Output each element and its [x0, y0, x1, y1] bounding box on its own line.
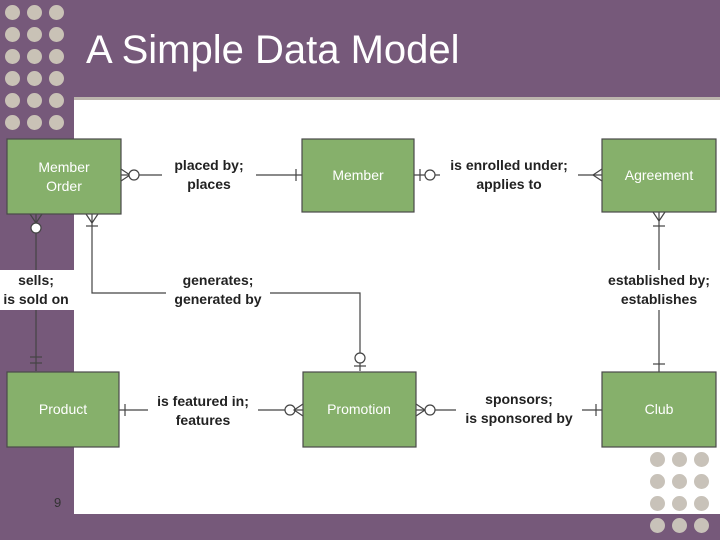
optional-circle-marker [424, 404, 436, 416]
decorative-dot [5, 49, 20, 64]
crowfoot-marker [85, 213, 99, 225]
entity-label: Agreement [625, 167, 694, 183]
rel-label-features: features [176, 412, 231, 428]
decorative-dot [650, 518, 665, 533]
optional-circle-marker [30, 222, 42, 234]
rel-label-enrolled-under: is enrolled under; [450, 157, 567, 173]
entity-product: Product [6, 371, 120, 448]
crowfoot-marker [591, 168, 603, 182]
rel-label-generates: generates; [183, 272, 254, 288]
cardinality-markers [29, 168, 666, 417]
slide-number: 9 [54, 495, 62, 510]
rel-label-sponsored-by: is sponsored by [465, 410, 573, 426]
decorative-dot [694, 496, 709, 511]
rel-label-establishes: establishes [621, 291, 697, 307]
decorative-dot [27, 49, 42, 64]
optional-circle-marker [128, 169, 140, 181]
entity-member-order: Member Order [6, 138, 122, 215]
page-title: A Simple Data Model [86, 28, 460, 72]
footer-band [0, 514, 720, 540]
decorative-dot [694, 518, 709, 533]
optional-circle-marker [424, 169, 436, 181]
entity-label: Order [46, 178, 82, 194]
decorative-dot [672, 518, 687, 533]
decorative-dot [27, 93, 42, 108]
decorative-dot [27, 5, 42, 20]
decorative-dot [49, 115, 64, 130]
decorative-dot [27, 71, 42, 86]
decorative-dot [650, 496, 665, 511]
entity-promotion: Promotion [302, 371, 417, 448]
rel-label-generated-by: generated by [174, 291, 261, 307]
decorative-dot [49, 71, 64, 86]
entity-label: Member [38, 159, 90, 175]
relationship-labels: placed by; places is enrolled under; app… [0, 156, 718, 430]
rel-label-sponsors: sponsors; [485, 391, 553, 407]
crowfoot-marker [652, 211, 666, 223]
decorative-dot [5, 5, 20, 20]
entity-agreement: Agreement [601, 138, 717, 213]
decorative-dot [672, 452, 687, 467]
rel-label-sold-on: is sold on [3, 291, 68, 307]
decorative-dot [672, 474, 687, 489]
rel-label-featured-in: is featured in; [157, 393, 249, 409]
title-band [74, 0, 720, 97]
decorative-dot [672, 496, 687, 511]
decorative-dot [5, 115, 20, 130]
optional-circle-marker [354, 352, 366, 364]
title-rule [74, 97, 720, 100]
crowfoot-marker [292, 403, 304, 417]
decorative-dot [5, 93, 20, 108]
rel-label-placed-by: placed by; [174, 157, 243, 173]
entity-label: Promotion [327, 401, 391, 417]
decorative-dot [694, 474, 709, 489]
rel-label-applies-to: applies to [476, 176, 541, 192]
decorative-dot [694, 452, 709, 467]
decorative-dot [650, 474, 665, 489]
rel-label-places: places [187, 176, 231, 192]
decorative-dot [27, 27, 42, 42]
decorative-dot [27, 115, 42, 130]
entity-member: Member [301, 138, 415, 213]
entity-label: Club [645, 401, 674, 417]
rel-label-sells: sells; [18, 272, 54, 288]
entity-club: Club [601, 371, 717, 448]
decorative-dot [5, 27, 20, 42]
decorative-dot [49, 93, 64, 108]
decorative-dot [49, 49, 64, 64]
entity-label: Member [332, 167, 384, 183]
decorative-dot [49, 27, 64, 42]
decorative-dot [5, 71, 20, 86]
decorative-dot [49, 5, 64, 20]
decorative-dot [650, 452, 665, 467]
entity-label: Product [39, 401, 87, 417]
rel-label-established-by: established by; [608, 272, 710, 288]
